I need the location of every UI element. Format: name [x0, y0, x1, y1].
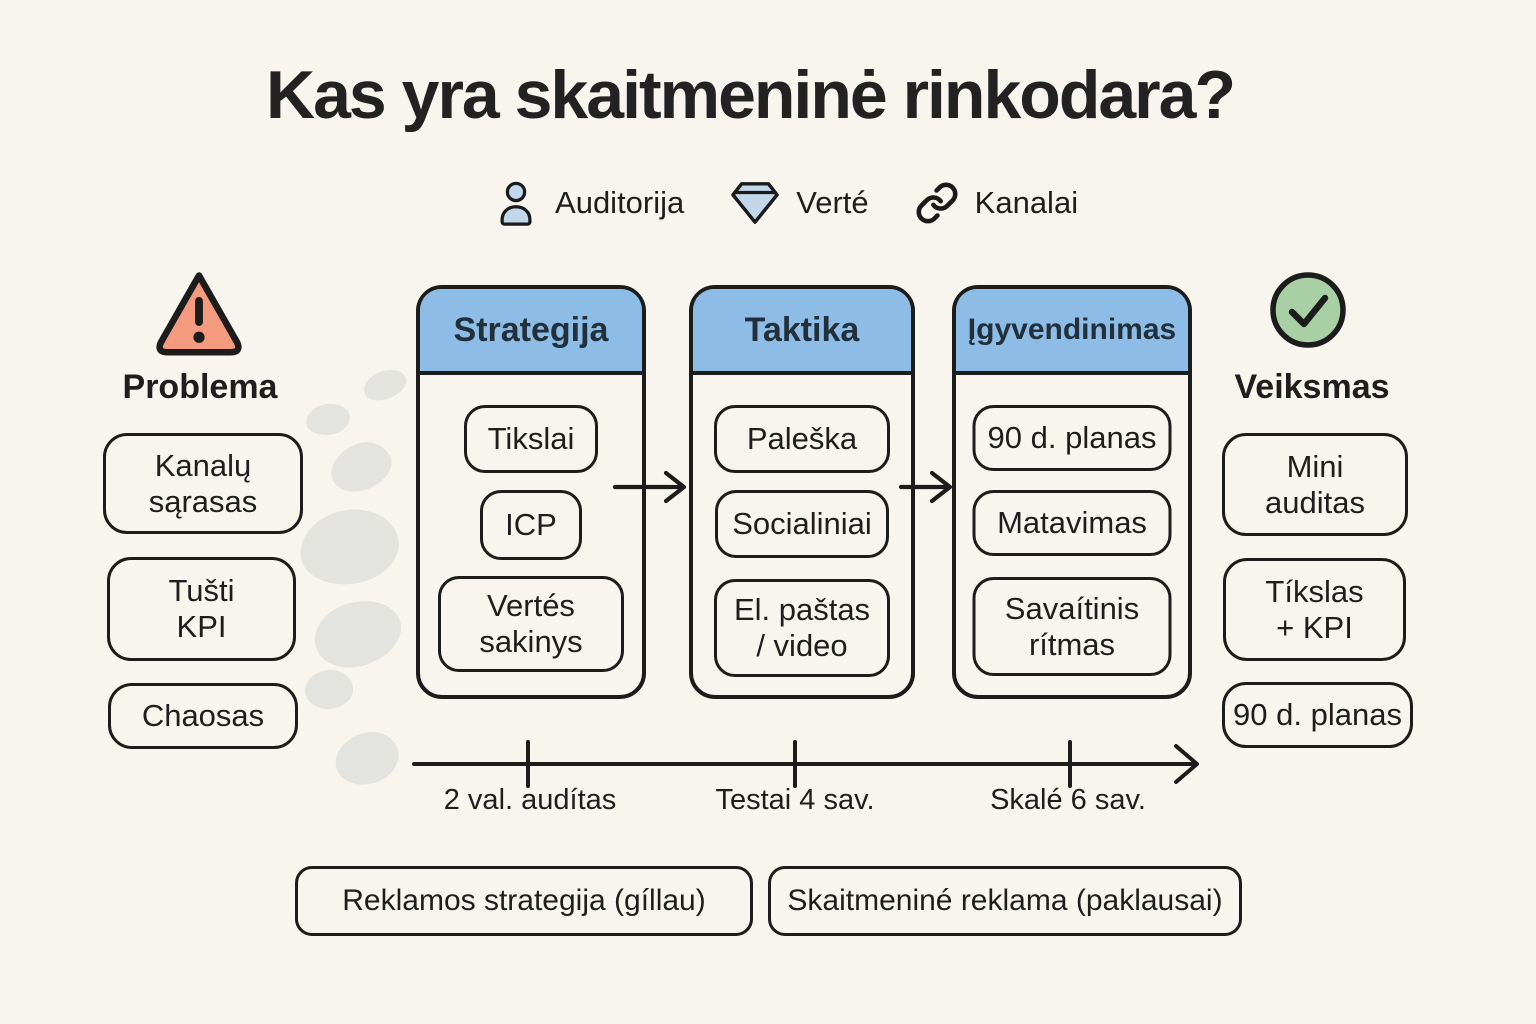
decorative-blob [303, 667, 355, 712]
problem-item: Kanalų sąrasas [103, 433, 303, 534]
action-item: Mini auditas [1222, 433, 1408, 536]
decorative-blob [295, 503, 404, 591]
legend-item-channels: Kanalai [915, 181, 1078, 225]
action-item: 90 d. planas [1222, 682, 1413, 748]
timeline-label: 2 val. audítas [443, 784, 617, 816]
link-icon [915, 181, 959, 225]
arrow-tactics-to-implementation [898, 468, 956, 506]
legend-row: Auditorija Verté Kanalai [493, 178, 1078, 228]
legend-label: Kanalai [974, 185, 1079, 220]
column-tactics-header: Taktika [693, 289, 911, 375]
footer-box-strategy: Reklamos strategija (gíllau) [295, 866, 753, 936]
action-item: Tíkslas + KPI [1223, 558, 1406, 661]
column-implementation: Įgyvendinimas 90 d. planas Matavimas Sav… [952, 285, 1192, 699]
implementation-item: 90 d. planas [972, 405, 1172, 471]
tactics-item: Socialiniai [715, 490, 889, 558]
decorative-blob [307, 592, 409, 676]
tactics-item: Paleška [714, 405, 890, 473]
decorative-blob [359, 364, 411, 406]
tactics-item: El. paštas / video [714, 579, 890, 677]
legend-item-audience: Auditorija [493, 178, 684, 228]
page-title: Kas yra skaitmeninė rinkodara? [265, 57, 1236, 133]
strategy-item: Tikslai [464, 405, 598, 473]
problem-heading: Problema [122, 368, 278, 406]
timeline-label: Skalé 6 sav. [990, 784, 1146, 816]
timeline-label: Testai 4 sav. [715, 784, 875, 816]
column-strategy: Strategija Tikslai ICP Vertés sakinys [416, 285, 646, 699]
strategy-item: Vertés sakinys [438, 576, 624, 672]
warning-icon [152, 268, 246, 356]
strategy-item: ICP [480, 490, 582, 560]
diamond-icon [730, 180, 780, 226]
footer-box-digital: Skaitmeniné reklama (paklausai) [768, 866, 1242, 936]
check-icon [1268, 270, 1348, 350]
decorative-blob [329, 725, 405, 792]
column-tactics: Taktika Paleška Socialiniai El. paštas /… [689, 285, 915, 699]
column-strategy-header: Strategija [420, 289, 642, 375]
decorative-blob [304, 401, 352, 438]
legend-label: Auditorija [555, 185, 685, 220]
implementation-item: Savaítinis rítmas [972, 577, 1172, 676]
decorative-blob [323, 434, 399, 500]
timeline-arrow [398, 734, 1210, 796]
legend-item-value: Verté [730, 180, 869, 226]
arrow-strategy-to-tactics [612, 468, 692, 506]
person-icon [493, 178, 539, 228]
column-implementation-header: Įgyvendinimas [956, 289, 1188, 375]
implementation-item: Matavimas [972, 490, 1172, 556]
problem-item: Tušti KPI [107, 557, 296, 661]
legend-label: Verté [796, 185, 869, 220]
problem-item: Chaosas [108, 683, 298, 749]
action-heading: Veiksmas [1234, 368, 1390, 406]
